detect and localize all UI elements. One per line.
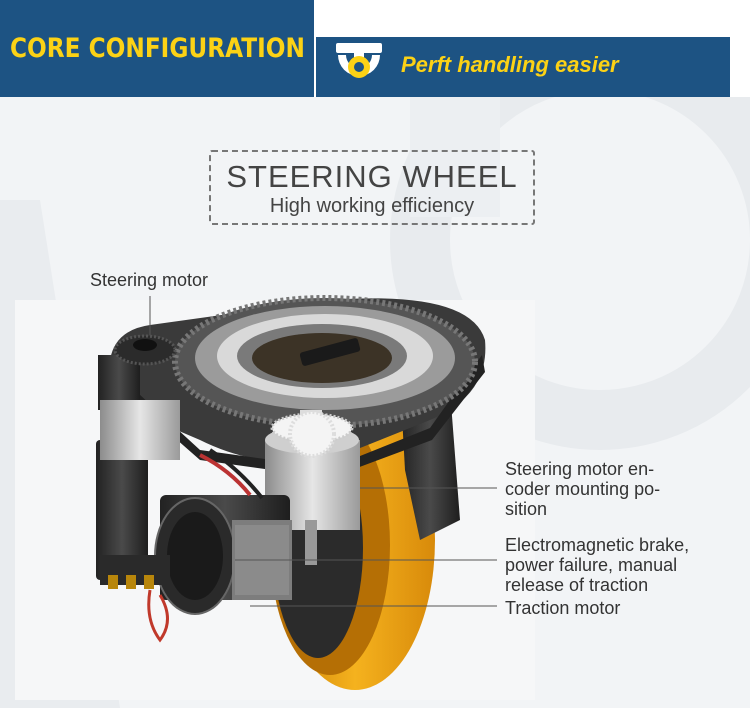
header-title: CORE CONFIGURATION — [9, 33, 305, 64]
header-banner: Perft handling easier — [316, 37, 730, 97]
section-title: STEERING WHEEL — [226, 159, 518, 194]
header-title-panel: CORE CONFIGURATION — [0, 0, 314, 97]
callout-lines — [149, 296, 497, 607]
banner-tagline: Perft handling easier — [401, 52, 619, 77]
callout-brake: Electromagnetic brake, power failure, ma… — [505, 535, 745, 595]
section-title-box: STEERING WHEEL High working efficiency — [209, 150, 535, 225]
callout-brake-line: release of traction — [505, 575, 649, 595]
slewing-ring-gear — [172, 295, 478, 429]
connector-block — [100, 555, 170, 643]
callout-brake-line: Electromagnetic brake, — [505, 535, 690, 555]
callout-encoder-line: coder mounting po- — [505, 479, 661, 499]
callout-brake-line: power failure, manual — [505, 555, 678, 575]
callout-encoder-line: Steering motor en- — [505, 459, 655, 479]
callout-encoder-line: sition — [505, 499, 548, 519]
wheel-logo-icon — [336, 43, 382, 78]
callout-traction-motor: Traction motor — [505, 598, 621, 618]
section-subtitle: High working efficiency — [269, 195, 475, 217]
steering-motor — [96, 334, 180, 580]
callout-steering-motor: Steering motor — [90, 270, 209, 290]
pinion-gear — [288, 410, 336, 458]
callout-encoder: Steering motor en- coder mounting po- si… — [505, 459, 735, 519]
